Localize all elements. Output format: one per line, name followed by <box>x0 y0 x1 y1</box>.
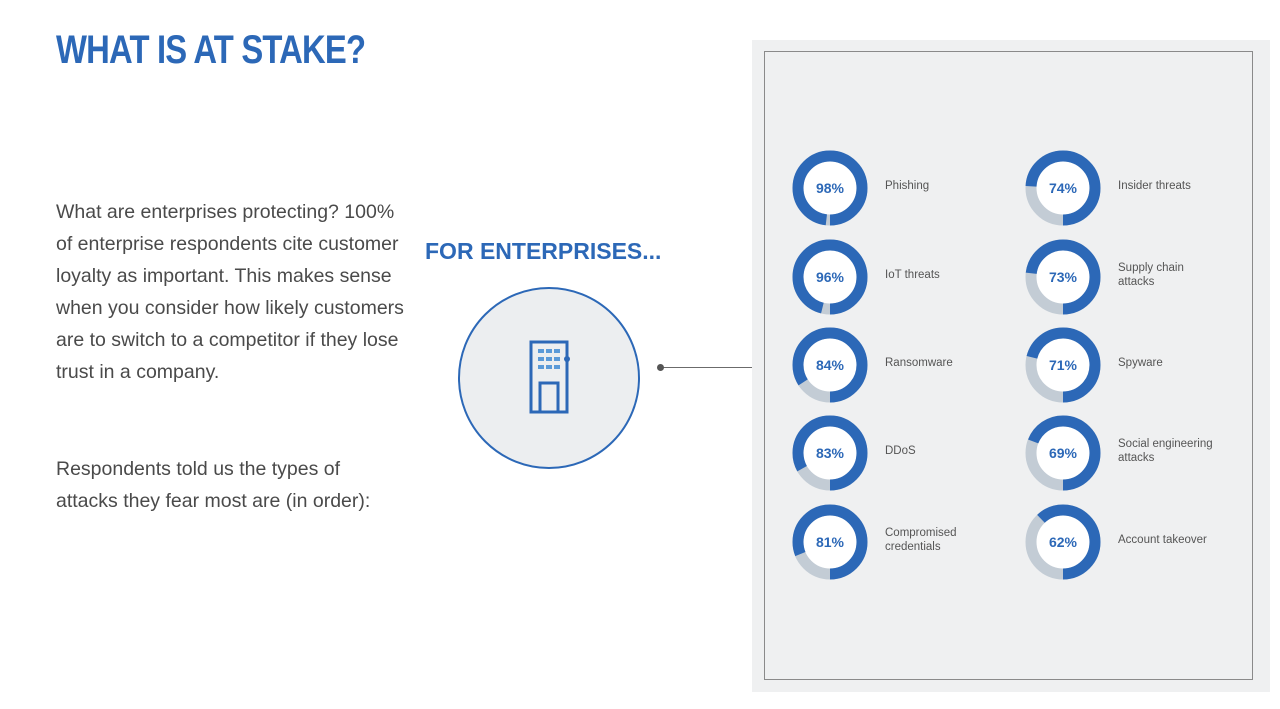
donut-category-label: DDoS <box>885 445 916 457</box>
donut-phishing: 98% <box>792 150 868 226</box>
donut-category-label: IoT threats <box>885 269 940 281</box>
donut-iot-threats: 96% <box>792 239 868 315</box>
donut-percent-label: 74% <box>1049 180 1078 196</box>
donut-ring: 84% <box>792 327 868 403</box>
donut-value-arc <box>792 239 868 315</box>
donut-percent-label: 71% <box>1049 357 1078 373</box>
donut-spyware: 71% <box>1025 327 1101 403</box>
donut-percent-label: 98% <box>816 180 845 196</box>
donut-category-label: Supply chain attacks <box>1118 262 1184 288</box>
donut-ring: 83% <box>792 415 868 491</box>
donut-value-arc <box>1025 504 1101 580</box>
donut-category-label: Compromised credentials <box>885 527 957 553</box>
donut-value-arc <box>792 327 868 403</box>
donut-percent-label: 69% <box>1049 445 1078 461</box>
donut-value-arc <box>792 504 868 580</box>
donut-ring: 98% <box>792 150 868 226</box>
donut-ring: 73% <box>1025 239 1101 315</box>
donut-category-label: Phishing <box>885 180 930 192</box>
chart-panel <box>764 51 1253 680</box>
donut-category-label: Ransomware <box>885 357 953 369</box>
donut-ring: 71% <box>1025 327 1101 403</box>
donut-compromised: 81% <box>792 504 868 580</box>
donut-ring: 74% <box>1025 150 1101 226</box>
donut-social-engineering: 69% <box>1025 415 1101 491</box>
donut-ddos: 83% <box>792 415 868 491</box>
section-subtitle: FOR ENTERPRISES... <box>425 238 662 264</box>
donut-ring: 81% <box>792 504 868 580</box>
connector-dot-left <box>657 364 664 371</box>
connector-line <box>660 367 765 368</box>
donut-account-takeover: 62% <box>1025 504 1101 580</box>
donut-category-label: Social engineering attacks <box>1118 438 1213 464</box>
donut-value-arc <box>792 150 868 226</box>
donut-percent-label: 84% <box>816 357 845 373</box>
donut-value-arc <box>1025 327 1101 403</box>
donut-ring: 69% <box>1025 415 1101 491</box>
donut-value-arc <box>1025 150 1101 226</box>
donut-value-arc <box>1025 415 1101 491</box>
order-paragraph: Respondents told us the types of attacks… <box>56 458 371 512</box>
page-title: WHAT IS AT STAKE? <box>56 28 366 72</box>
donut-value-arc <box>1025 239 1101 315</box>
donut-category-label: Spyware <box>1118 357 1163 369</box>
donut-percent-label: 81% <box>816 534 845 550</box>
donut-ransomware: 84% <box>792 327 868 403</box>
donut-value-arc <box>792 415 868 491</box>
donut-category-label: Insider threats <box>1118 180 1191 192</box>
intro-paragraph: What are enterprises protecting? 100% of… <box>56 201 404 383</box>
enterprise-circle <box>458 287 640 469</box>
donut-percent-label: 73% <box>1049 269 1078 285</box>
donut-ring: 96% <box>792 239 868 315</box>
donut-insider-threats: 74% <box>1025 150 1101 226</box>
donut-percent-label: 62% <box>1049 534 1078 550</box>
donut-ring: 62% <box>1025 504 1101 580</box>
office-building-icon <box>529 340 570 414</box>
donut-category-label: Account takeover <box>1118 534 1207 546</box>
donut-percent-label: 83% <box>816 445 845 461</box>
donut-supply-chain: 73% <box>1025 239 1101 315</box>
donut-percent-label: 96% <box>816 269 845 285</box>
